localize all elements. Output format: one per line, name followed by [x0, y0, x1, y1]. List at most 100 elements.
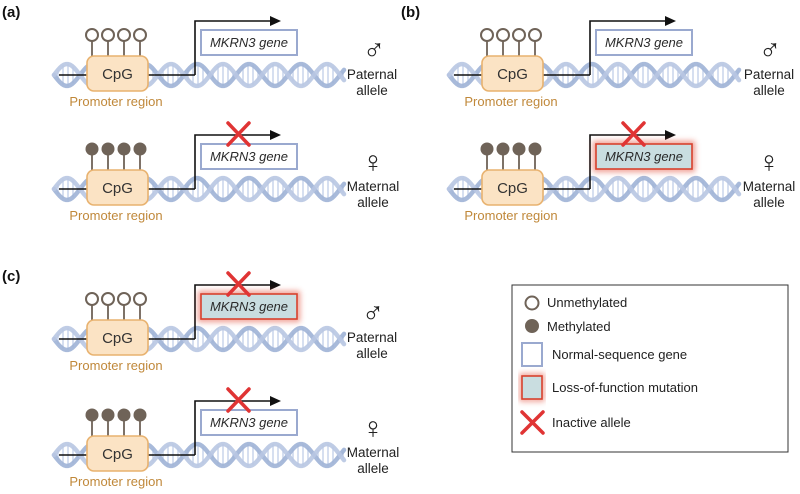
- unmethylated-site-icon: [101, 28, 115, 42]
- transcription-arrow-icon: [194, 280, 281, 339]
- unmethylated-site-icon: [512, 28, 526, 42]
- male-symbol-icon: ♂: [759, 34, 782, 67]
- female-symbol-icon: ♀: [362, 146, 385, 179]
- methylation-sites: [85, 408, 147, 437]
- promoter-region-label: Promoter region: [464, 94, 557, 109]
- male-symbol-icon: ♂: [362, 297, 385, 330]
- methylated-site-icon: [85, 408, 99, 422]
- transcription-arrow-icon: [589, 130, 676, 189]
- cpg-island: CpG: [86, 55, 149, 92]
- cpg-island: CpG: [86, 435, 149, 472]
- legend-inactive-label: Inactive allele: [552, 415, 631, 430]
- paternal-allele-label: ♂ Paternal allele: [347, 34, 397, 98]
- mkrn3-gene-box: MKRN3 gene: [200, 29, 298, 56]
- normal-gene-box-icon: [521, 342, 543, 367]
- inactive-cross-icon: [621, 121, 646, 147]
- allele-construct: CpG Promoter region MKRN3 gene: [51, 121, 347, 223]
- allele-construct: CpG Promoter region MKRN3 gene: [446, 121, 742, 223]
- allele-text: allele: [356, 346, 388, 361]
- panel-c: (c) CpG Promoter region MKRN3 gene ♂ Pater…: [2, 268, 399, 489]
- legend-item-methylated: Methylated: [525, 319, 611, 334]
- methylation-sites: [85, 28, 147, 57]
- paternal-text: Paternal: [744, 67, 794, 82]
- gene-label: MKRN3 gene: [605, 35, 683, 50]
- methylated-site-icon: [133, 408, 147, 422]
- allele-construct: CpG Promoter region MKRN3 gene: [51, 16, 347, 109]
- methylation-sites: [85, 292, 147, 321]
- cpg-island: CpG: [86, 319, 149, 356]
- mkrn3-gene-box: MKRN3 gene: [593, 141, 695, 172]
- cpg-label: CpG: [497, 180, 528, 197]
- allele-construct: CpG Promoter region MKRN3 gene: [446, 16, 742, 109]
- transcription-arrow-icon: [589, 16, 676, 75]
- methylated-site-icon: [117, 142, 131, 156]
- allele-text: allele: [357, 195, 389, 210]
- methylated-site-icon: [101, 142, 115, 156]
- inactive-cross-icon: [226, 271, 251, 297]
- transcription-arrow-icon: [194, 16, 281, 75]
- unmethylated-site-icon: [85, 28, 99, 42]
- unmethylated-site-icon: [117, 28, 131, 42]
- unmethylated-site-icon: [101, 292, 115, 306]
- maternal-allele-label: ♀ Maternal allele: [743, 146, 796, 210]
- transcription-arrow-icon: [194, 396, 281, 455]
- gene-label: MKRN3 gene: [605, 149, 683, 164]
- cpg-label: CpG: [102, 446, 133, 463]
- legend-methylated-label: Methylated: [547, 319, 611, 334]
- maternal-text: Maternal: [347, 445, 400, 460]
- transcription-arrow-icon: [194, 130, 281, 189]
- methylated-circle-icon: [525, 319, 539, 333]
- maternal-allele-label: ♀ Maternal allele: [347, 412, 400, 476]
- mkrn3-gene-box: MKRN3 gene: [595, 29, 693, 56]
- methylated-site-icon: [512, 142, 526, 156]
- gene-label: MKRN3 gene: [210, 149, 288, 164]
- promoter-region-label: Promoter region: [464, 208, 557, 223]
- legend: Unmethylated Methylated Normal-sequence …: [511, 284, 789, 453]
- paternal-allele-label: ♂ Paternal allele: [744, 34, 794, 98]
- cpg-island: CpG: [481, 55, 544, 92]
- inactive-cross-icon: [226, 121, 251, 147]
- maternal-allele-label: ♀ Maternal allele: [347, 146, 400, 210]
- male-symbol-icon: ♂: [363, 34, 386, 67]
- promoter-region-label: Promoter region: [69, 208, 162, 223]
- female-symbol-icon: ♀: [362, 412, 385, 445]
- unmethylated-site-icon: [117, 292, 131, 306]
- methylated-site-icon: [85, 142, 99, 156]
- paternal-text: Paternal: [347, 67, 397, 82]
- panel-c-label: (c): [2, 268, 20, 285]
- mkrn3-gene-box: MKRN3 gene: [198, 291, 300, 322]
- cpg-label: CpG: [497, 66, 528, 83]
- unmethylated-site-icon: [85, 292, 99, 306]
- methylation-sites: [85, 142, 147, 171]
- cpg-label: CpG: [102, 330, 133, 347]
- cpg-island: CpG: [481, 169, 544, 206]
- allele-text: allele: [753, 195, 785, 210]
- female-symbol-icon: ♀: [758, 146, 781, 179]
- unmethylated-circle-icon: [524, 295, 540, 311]
- gene-label: MKRN3 gene: [210, 415, 288, 430]
- legend-item-normal-gene: Normal-sequence gene: [521, 342, 687, 367]
- cpg-island: CpG: [86, 169, 149, 206]
- mkrn3-gene-box: MKRN3 gene: [200, 143, 298, 170]
- inactive-cross-icon: [520, 410, 545, 435]
- legend-item-unmethylated: Unmethylated: [524, 295, 627, 311]
- panel-a-label: (a): [2, 4, 20, 21]
- legend-unmethylated-label: Unmethylated: [547, 295, 627, 310]
- promoter-region-label: Promoter region: [69, 474, 162, 489]
- promoter-region-label: Promoter region: [69, 94, 162, 109]
- paternal-allele-label: ♂ Paternal allele: [347, 297, 397, 361]
- lof-mutation-box-icon: [521, 375, 543, 400]
- allele-construct: CpG Promoter region MKRN3 gene: [51, 387, 347, 489]
- cpg-label: CpG: [102, 180, 133, 197]
- allele-text: allele: [357, 461, 389, 476]
- methylated-site-icon: [133, 142, 147, 156]
- unmethylated-site-icon: [480, 28, 494, 42]
- methylation-sites: [480, 28, 542, 57]
- unmethylated-site-icon: [133, 292, 147, 306]
- legend-item-lof-mutation: Loss-of-function mutation: [519, 373, 698, 402]
- unmethylated-site-icon: [528, 28, 542, 42]
- paternal-text: Paternal: [347, 330, 397, 345]
